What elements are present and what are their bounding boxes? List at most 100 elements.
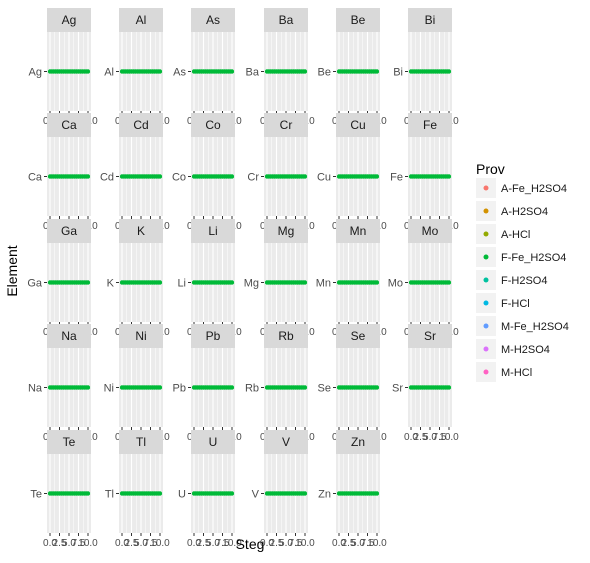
data-point	[446, 174, 452, 179]
facet-strip-label: Co	[205, 118, 221, 132]
legend-label: A-Fe_H2SO4	[501, 183, 567, 195]
legend-label: M-Fe_H2SO4	[501, 321, 569, 333]
facet-strip-label: Al	[136, 13, 147, 27]
legend-item: F-Fe_H2SO4	[476, 247, 566, 267]
facet-strip-label: Zn	[351, 435, 365, 449]
x-tick-label: 5.0	[62, 538, 76, 549]
facet-mo: MoMo0.02.55.07.510.0	[388, 219, 459, 338]
facet-strip-label: Mg	[278, 224, 295, 238]
facet-strip	[336, 113, 380, 137]
facet-ag: AgAg0.02.55.07.510.0	[29, 8, 98, 127]
data-point	[229, 491, 235, 496]
y-tick-label: Li	[177, 278, 186, 290]
facet-strip-label: Ni	[135, 329, 146, 343]
y-tick-label: Be	[318, 67, 331, 79]
facet-strip	[191, 430, 235, 454]
data-point	[446, 280, 452, 285]
legend-label: F-H2SO4	[501, 275, 547, 287]
legend-item: F-H2SO4	[476, 270, 547, 290]
facet-strip-label: Mn	[350, 224, 367, 238]
y-tick-label: Ga	[27, 278, 43, 290]
facet-strip	[336, 430, 380, 454]
data-point	[85, 174, 91, 179]
facet-u: UU0.02.55.07.510.0	[178, 430, 242, 549]
data-point	[85, 385, 91, 390]
facet-strip	[47, 113, 91, 137]
x-tick-label: 2.5	[270, 538, 284, 549]
facet-strip	[119, 113, 163, 137]
facet-ca: CaCa0.02.55.07.510.0	[28, 113, 98, 232]
facet-co: CoCo0.02.55.07.510.0	[172, 113, 242, 232]
data-point	[85, 69, 91, 74]
y-tick-label: Ba	[246, 67, 260, 79]
data-point	[229, 385, 235, 390]
facet-mg: MgMg0.02.55.07.510.0	[244, 219, 315, 338]
y-tick-label: V	[252, 489, 260, 501]
facet-ni: NiNi0.02.55.07.510.0	[104, 324, 170, 443]
x-tick-label: 0.0	[332, 538, 346, 549]
x-axis-title: Steg	[236, 536, 265, 552]
facet-li: LiLi0.02.55.07.510.0	[177, 219, 242, 338]
facet-strip-label: Ba	[279, 13, 294, 27]
y-tick-label: Co	[172, 172, 186, 184]
facet-strip	[191, 113, 235, 137]
x-tick-label: 5.0	[423, 432, 437, 443]
data-point	[85, 491, 91, 496]
facet-strip-label: Se	[351, 329, 366, 343]
facet-panels: AgAg0.02.55.07.510.0AlAl0.02.55.07.510.0…	[27, 8, 459, 549]
data-point	[229, 280, 235, 285]
y-tick-label: Se	[318, 383, 331, 395]
x-tick-label: 2.5	[53, 538, 67, 549]
x-tick-label: 0.0	[404, 432, 418, 443]
facet-strip-label: Na	[61, 329, 77, 343]
data-point	[229, 174, 235, 179]
x-tick-label: 5.0	[351, 538, 365, 549]
facet-pb: PbPb0.02.55.07.510.0	[173, 324, 242, 443]
facet-strip	[119, 324, 163, 348]
x-tick-label: 7.5	[361, 538, 375, 549]
y-tick-label: Fe	[390, 172, 403, 184]
y-tick-label: Al	[104, 67, 114, 79]
facet-strip	[191, 324, 235, 348]
legend-label: A-HCl	[501, 229, 530, 241]
legend-item: A-H2SO4	[476, 201, 548, 221]
facet-strip-label: Bi	[425, 13, 436, 27]
facet-strip-label: Mo	[422, 224, 439, 238]
y-tick-label: As	[173, 67, 186, 79]
facet-strip	[264, 113, 308, 137]
legend-label: M-HCl	[501, 367, 532, 379]
facet-strip-label: Te	[63, 435, 76, 449]
facet-strip	[264, 324, 308, 348]
facet-strip	[47, 219, 91, 243]
y-tick-label: Tl	[105, 489, 114, 501]
data-point	[229, 69, 235, 74]
legend-item: F-HCl	[476, 293, 530, 313]
y-tick-label: Mo	[388, 278, 403, 290]
legend-swatch	[483, 185, 489, 191]
y-tick-label: Sr	[392, 383, 403, 395]
facet-strip-label: Pb	[206, 329, 221, 343]
y-tick-label: Rb	[245, 383, 259, 395]
legend-item: M-HCl	[476, 362, 532, 382]
facet-strip	[264, 430, 308, 454]
data-point	[85, 280, 91, 285]
x-tick-label: 2.5	[125, 538, 139, 549]
x-tick-label: 7.5	[72, 538, 86, 549]
legend: Prov A-Fe_H2SO4A-H2SO4A-HClF-Fe_H2SO4F-H…	[476, 161, 569, 382]
legend-items: A-Fe_H2SO4A-H2SO4A-HClF-Fe_H2SO4F-H2SO4F…	[476, 178, 569, 382]
facet-strip-label: Cd	[133, 118, 148, 132]
legend-swatch	[483, 231, 489, 237]
data-point	[374, 385, 380, 390]
y-tick-label: Ag	[29, 67, 42, 79]
data-point	[157, 69, 163, 74]
facet-strip	[336, 219, 380, 243]
legend-label: A-H2SO4	[501, 206, 548, 218]
data-point	[302, 491, 308, 496]
legend-item: A-Fe_H2SO4	[476, 178, 567, 198]
facet-cr: CrCr0.02.55.07.510.0	[247, 113, 315, 232]
data-point	[157, 280, 163, 285]
